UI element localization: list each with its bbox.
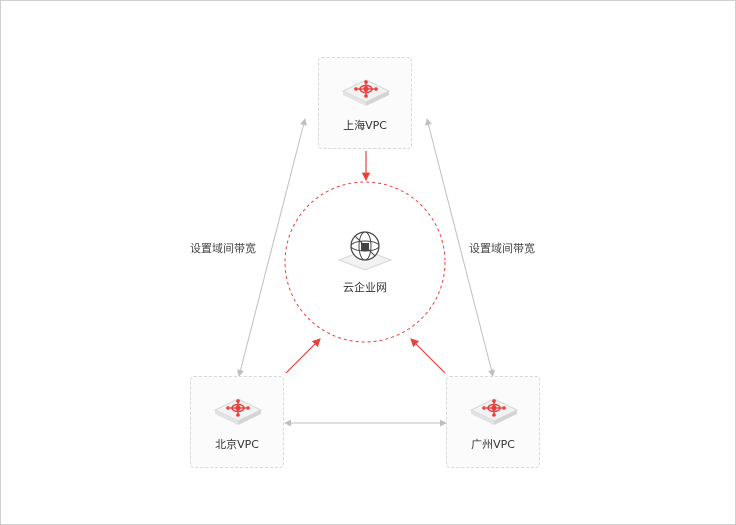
router-icon — [341, 79, 391, 106]
vpc-label-shanghai: 上海VPC — [343, 119, 387, 132]
arrow-beijing-to-cen — [285, 338, 321, 374]
router-icon — [469, 398, 519, 425]
vpc-node-shanghai[interactable]: 上海VPC — [318, 57, 412, 149]
vpc-node-beijing[interactable]: 北京VPC — [190, 376, 284, 468]
connector-shanghai-guangzhou — [425, 118, 495, 377]
connector-shanghai-beijing — [237, 118, 307, 377]
bandwidth-label-right: 设置域间带宽 — [469, 242, 535, 255]
arrow-guangzhou-to-cen — [410, 338, 446, 374]
vpc-node-guangzhou[interactable]: 广州VPC — [446, 376, 540, 468]
vpc-label-beijing: 北京VPC — [215, 438, 259, 451]
vpc-label-guangzhou: 广州VPC — [471, 438, 515, 451]
cloud-enterprise-network-icon[interactable] — [337, 226, 393, 272]
cen-label: 云企业网 — [343, 281, 387, 294]
router-icon — [213, 398, 263, 425]
bandwidth-label-left: 设置域间带宽 — [190, 242, 256, 255]
